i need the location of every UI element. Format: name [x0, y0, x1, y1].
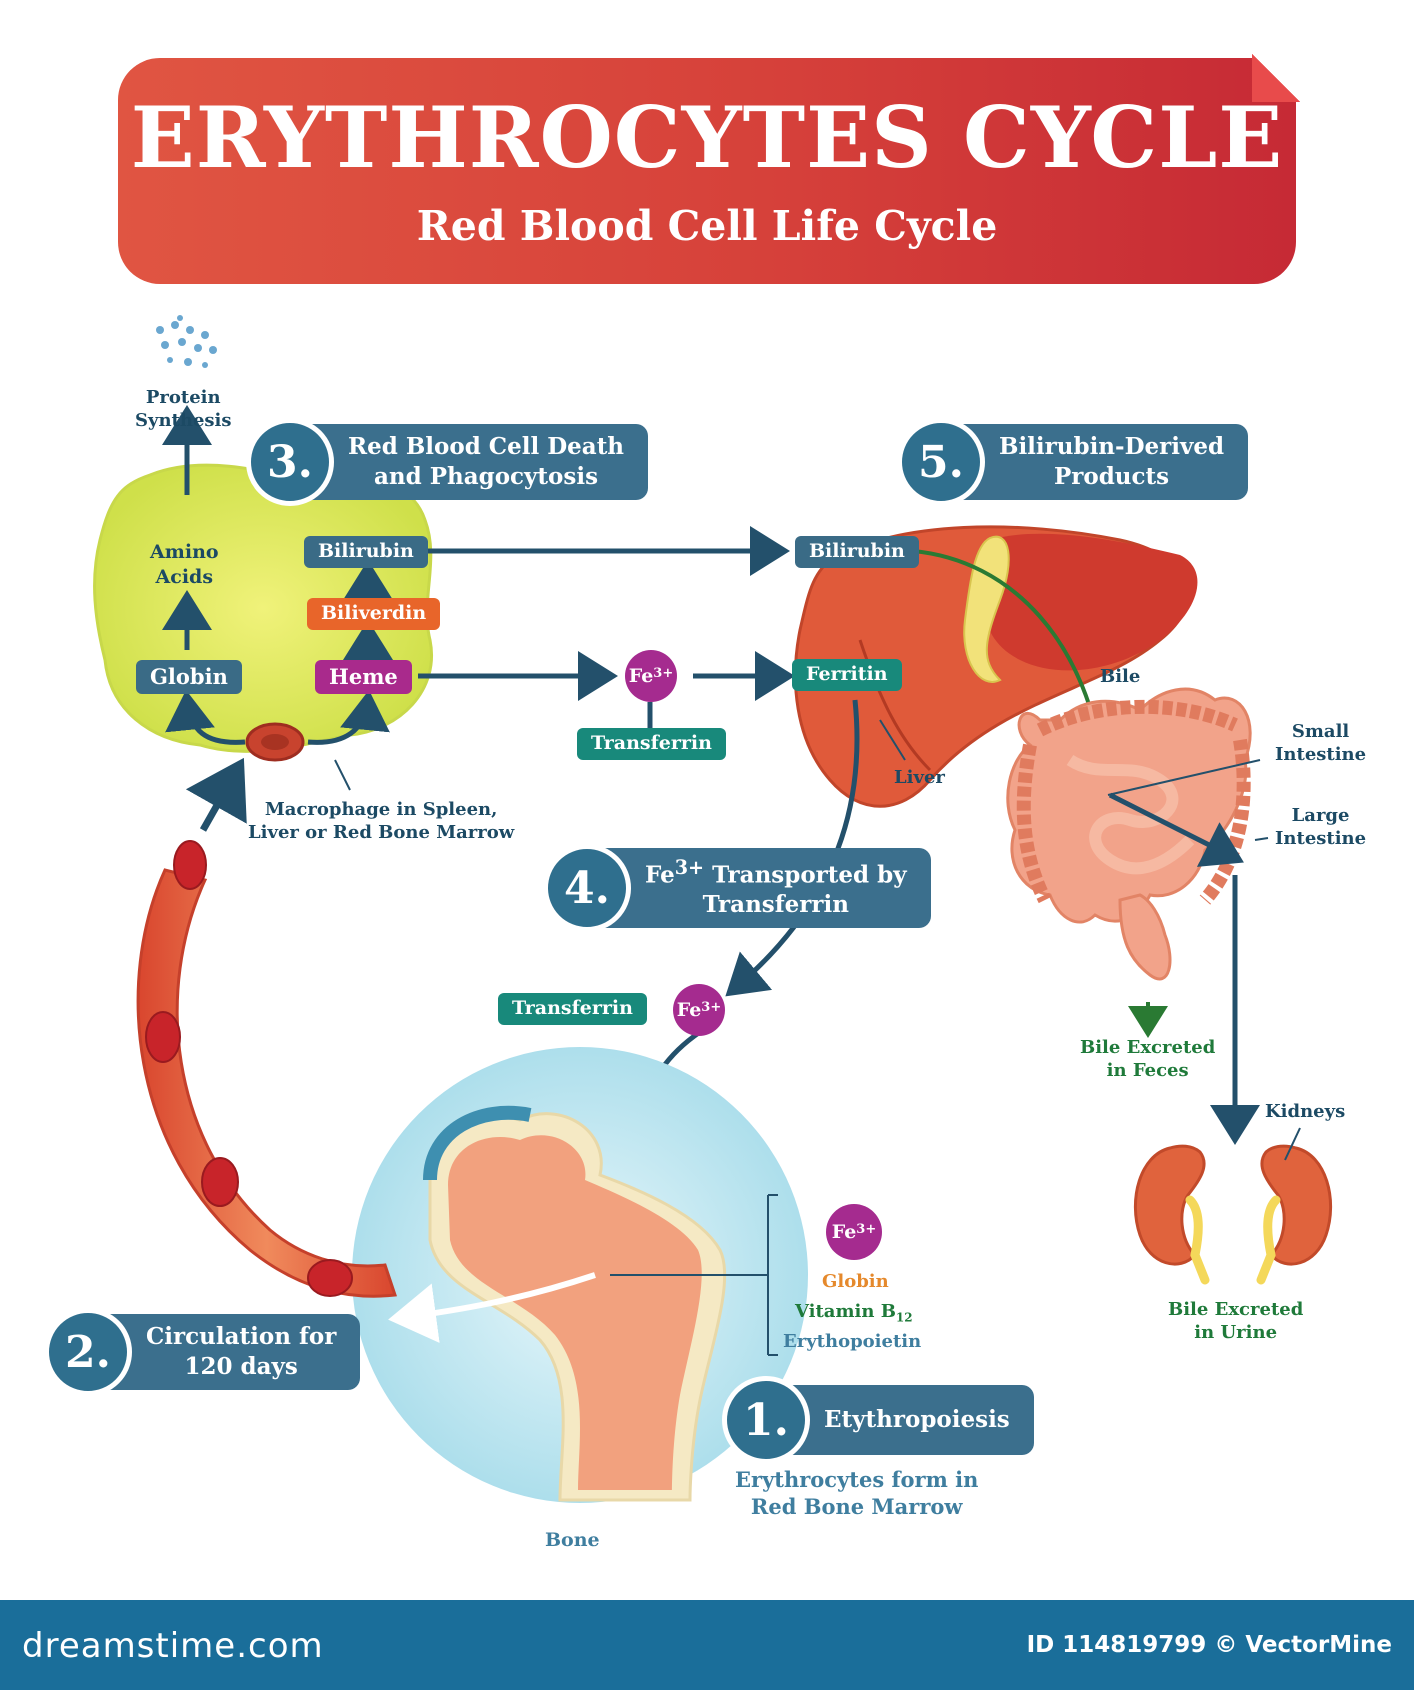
vitamin-text: Vitamin B	[795, 1301, 896, 1322]
bone-label: Bone	[545, 1529, 600, 1551]
step-2-label: Circulation for 120 days	[92, 1314, 361, 1390]
bone-illustration	[423, 1105, 727, 1502]
bone-caption-1: Erythrocytes form in	[735, 1467, 979, 1492]
step-3: 3. Red Blood Cell Death and Phagocytosis	[246, 418, 649, 506]
protein-synthesis-label: Protein Synthesis	[135, 386, 232, 433]
bone-caption-2: Red Bone Marrow	[750, 1494, 963, 1520]
kidneys-illustration	[1133, 1144, 1333, 1285]
step-3-number: 3.	[246, 418, 334, 506]
step-4-label-line2: Transferrin	[702, 891, 849, 919]
urine-label-1: Bile Excreted	[1168, 1299, 1304, 1320]
small-intestine-2: Intestine	[1275, 744, 1367, 766]
protein-label-1: Protein	[145, 387, 221, 408]
step-1-label: Etythropoiesis	[770, 1385, 1034, 1455]
feces-label: Bile Excreted in Feces	[1080, 1036, 1215, 1083]
globin-tag: Globin	[136, 660, 242, 695]
vitamin-sub: 12	[895, 1310, 913, 1325]
step-2-number: 2.	[44, 1308, 132, 1396]
amino-label-1: Amino	[150, 541, 219, 563]
step-5-label-line2: Products	[1053, 463, 1170, 490]
main-title: ERYTHROCYTES CYCLE	[130, 88, 1284, 187]
liver-label: Liver	[894, 767, 945, 788]
biliverdin-tag: Biliverdin	[307, 598, 441, 630]
kidneys-label: Kidneys	[1265, 1101, 1346, 1122]
step-3-label-line1: Red Blood Cell Death	[348, 433, 625, 461]
bile-label: Bile	[1100, 666, 1141, 687]
macrophage-caption: Macrophage in Spleen, Liver or Red Bone …	[248, 798, 514, 845]
fe-bone-sup: 3+	[856, 1221, 877, 1237]
step-2-label-line1: Circulation for	[146, 1323, 337, 1351]
step-5: 5. Bilirubin-Derived Products	[897, 418, 1249, 506]
fe-2-base: Fe	[676, 999, 702, 1021]
macrophage-caption-2: Liver or Red Bone Marrow	[248, 822, 515, 844]
urine-label: Bile Excreted in Urine	[1168, 1298, 1303, 1345]
step-1: 1. Etythropoiesis	[722, 1376, 1034, 1464]
erythropoietin-label: Erythopoietin	[783, 1331, 922, 1352]
fe-bone-base: Fe	[831, 1221, 857, 1243]
transferrin-tag-1: Transferrin	[577, 728, 726, 760]
vitamin-b12-label: Vitamin B12	[795, 1300, 913, 1326]
feces-label-2: in Feces	[1106, 1060, 1189, 1082]
step-5-label-line1: Bilirubin-Derived	[999, 433, 1225, 461]
macrophage-caption-1: Macrophage in Spleen,	[264, 799, 498, 820]
liver-illustration	[793, 525, 1198, 808]
large-intestine-1: Large	[1291, 805, 1350, 826]
step-5-label: Bilirubin-Derived Products	[945, 424, 1249, 500]
heme-tag: Heme	[315, 660, 412, 695]
step-3-label-line2: and Phagocytosis	[374, 463, 599, 490]
bilirubin-tag-macrophage: Bilirubin	[304, 536, 428, 568]
fe-1-sup: 3+	[653, 665, 674, 681]
title-banner	[118, 54, 1300, 284]
step-5-number: 5.	[897, 418, 985, 506]
step-2-label-line2: 120 days	[184, 1353, 298, 1380]
amino-acids-label: Amino Acids	[150, 540, 219, 589]
fe-2-sup: 3+	[701, 999, 722, 1015]
large-intestine-label: Large Intestine	[1275, 804, 1366, 851]
ferritin-tag: Ferritin	[792, 659, 902, 691]
step-4-number: 4.	[543, 844, 631, 932]
step-4-label-line1: Transported by	[704, 861, 907, 889]
fe-1-base: Fe	[628, 665, 654, 687]
amino-label-2: Acids	[155, 565, 214, 588]
intestine-illustration	[1006, 687, 1252, 981]
step-4-fe: Fe	[645, 861, 675, 889]
footer-site: dreamstime.com	[22, 1626, 324, 1666]
small-intestine-1: Small	[1291, 721, 1350, 742]
protein-dots	[156, 315, 217, 368]
protein-label-2: Synthesis	[135, 410, 232, 432]
transferrin-tag-2: Transferrin	[498, 993, 647, 1025]
step-3-label: Red Blood Cell Death and Phagocytosis	[294, 424, 649, 500]
bone-globin-label: Globin	[822, 1271, 889, 1292]
feces-label-1: Bile Excreted	[1080, 1037, 1216, 1058]
step-4: 4. Fe3+ Transported by Transferrin	[543, 844, 931, 932]
step-4-label: Fe3+ Transported by Transferrin	[591, 847, 931, 929]
vessel-red-cells	[145, 840, 353, 1297]
large-intestine-2: Intestine	[1275, 828, 1367, 850]
bone-caption: Erythrocytes form in Red Bone Marrow	[735, 1466, 978, 1521]
step-4-fe-sup: 3+	[674, 855, 705, 879]
footer-id: ID 114819799 © VectorMine	[1026, 1632, 1392, 1658]
bilirubin-tag-liver: Bilirubin	[795, 536, 919, 568]
sub-title: Red Blood Cell Life Cycle	[416, 202, 998, 250]
small-intestine-label: Small Intestine	[1275, 720, 1366, 767]
step-1-number: 1.	[722, 1376, 810, 1464]
banner-corner	[1252, 54, 1300, 102]
step-2: 2. Circulation for 120 days	[44, 1308, 361, 1396]
urine-label-2: in Urine	[1194, 1322, 1278, 1344]
footer-bar	[0, 1600, 1414, 1690]
